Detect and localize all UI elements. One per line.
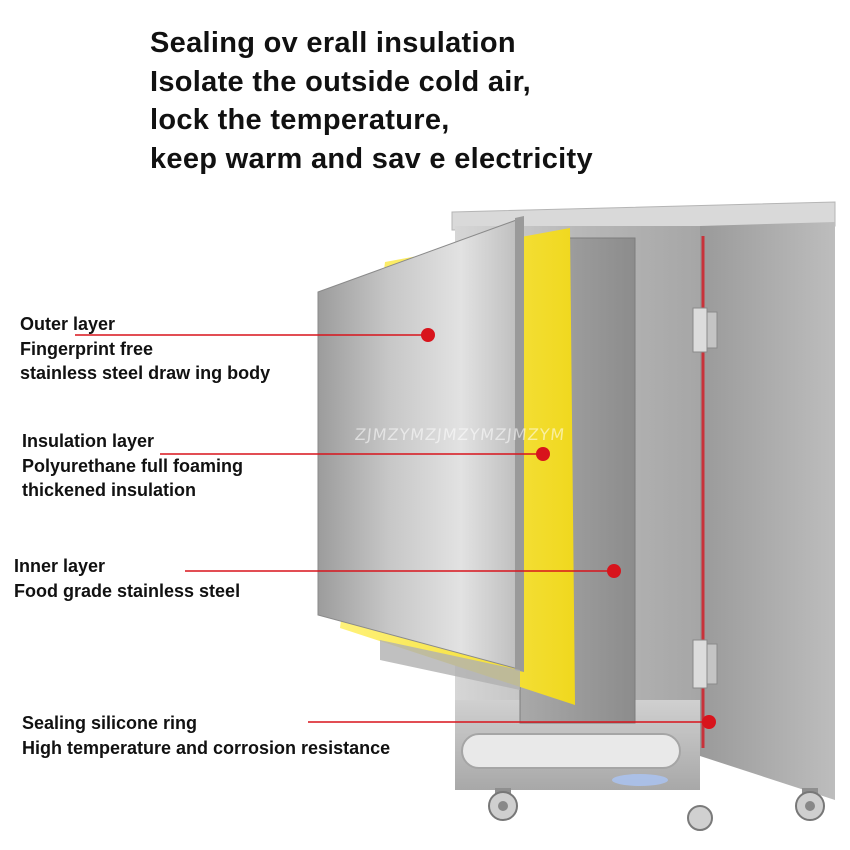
watermark: ZJMZYMZJMZYMZJMZYM (354, 425, 567, 444)
callout-insulation-line-2: Polyurethane full foaming (22, 455, 244, 476)
callout-outer-line-3: stainless steel draw ing body (20, 363, 271, 383)
callout-seal-title: Sealing silicone ring (22, 713, 198, 733)
sealing-ring-marker (702, 715, 716, 729)
headline-line-2: Isolate the outside cold air, (150, 65, 531, 98)
outer-layer-marker (421, 328, 435, 342)
callout-inner-layer: Inner layer Food grade stainless steel (14, 554, 240, 603)
callout-inner-line-2: Food grade stainless steel (14, 580, 241, 601)
lower-hinge (692, 639, 718, 689)
headline-line-3: lock the temperature, (150, 104, 450, 136)
headline-line-4: keep warm and sav e electricity (150, 142, 593, 175)
headline-line-1: Sealing ov erall insulation (150, 27, 516, 59)
callout-insulation-title: Insulation layer (22, 431, 155, 451)
callout-insulation-line-3: thickened insulation (22, 480, 197, 500)
callout-outer-line-2: Fingerprint free (20, 338, 154, 359)
caster-left (488, 788, 518, 821)
insulation-layer-marker (536, 447, 550, 461)
outer-layer-panel (317, 217, 523, 671)
cabinet-side (700, 222, 835, 800)
callout-insulation-layer: Insulation layer Polyurethane full foami… (22, 429, 243, 503)
water-tray-handle (461, 733, 681, 769)
callout-seal-line-2: High temperature and corrosion resistanc… (22, 737, 391, 758)
callout-outer-layer: Outer layer Fingerprint free stainless s… (20, 312, 270, 386)
headline: Sealing ov erall insulation Isolate the … (150, 24, 593, 178)
caster-center (687, 805, 713, 831)
upper-hinge (692, 307, 718, 353)
caster-right (795, 788, 825, 821)
inner-layer-marker (607, 564, 621, 578)
callout-inner-title: Inner layer (14, 556, 106, 576)
callout-outer-title: Outer layer (20, 314, 116, 334)
callout-sealing-ring: Sealing silicone ring High temperature a… (22, 711, 390, 760)
